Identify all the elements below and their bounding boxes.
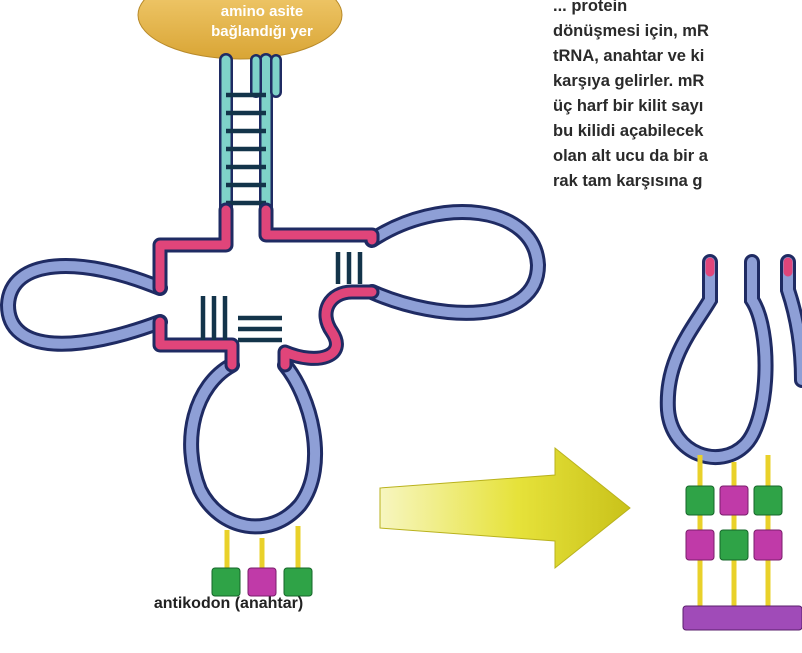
t-loop: [372, 212, 538, 313]
anticodon-base-green: [212, 568, 240, 596]
arrow-right-icon: [380, 448, 630, 568]
codon-base-green: [720, 530, 748, 560]
paragraph-line: rak tam karşısına g: [553, 169, 802, 194]
explanation-paragraph: ... protein dönüşmesi için, mR tRNA, ana…: [553, 0, 802, 194]
paragraph-line: dönüşmesi için, mR: [553, 19, 802, 44]
mrna-strand: [683, 606, 802, 630]
paragraph-line: tRNA, anahtar ve ki: [553, 44, 802, 69]
acceptor-stem: [226, 60, 276, 210]
paragraph-line: olan alt ucu da bir a: [553, 144, 802, 169]
paragraph-line: ... protein: [553, 0, 802, 19]
trna-partial: [668, 262, 802, 457]
anticodon-caption: antikodon (anahtar): [0, 595, 457, 613]
anticodon-base-magenta: [248, 568, 276, 596]
anticodon-bases-right: [686, 486, 782, 515]
anticodon-base-green-2: [284, 568, 312, 596]
paragraph-line: üç harf bir kilit sayı: [553, 94, 802, 119]
right-anticodon-base-magenta: [720, 486, 748, 515]
anticodon-loop: [191, 365, 315, 526]
codon-base-magenta-2: [754, 530, 782, 560]
codon-bases: [686, 530, 782, 560]
d-loop: [8, 266, 160, 344]
codon-base-magenta: [686, 530, 714, 560]
amino-site-label-line1: amino asite: [221, 3, 304, 20]
right-anticodon-base-green-2: [754, 486, 782, 515]
acceptor-base-pairs: [226, 95, 266, 203]
paragraph-line: karşıya gelirler. mR: [553, 69, 802, 94]
paragraph-line: bu kilidi açabilecek: [553, 119, 802, 144]
right-anticodon-base-green: [686, 486, 714, 515]
amino-site-label-line2: bağlandığı yer: [211, 23, 313, 40]
anticodon-bases: [212, 568, 312, 596]
